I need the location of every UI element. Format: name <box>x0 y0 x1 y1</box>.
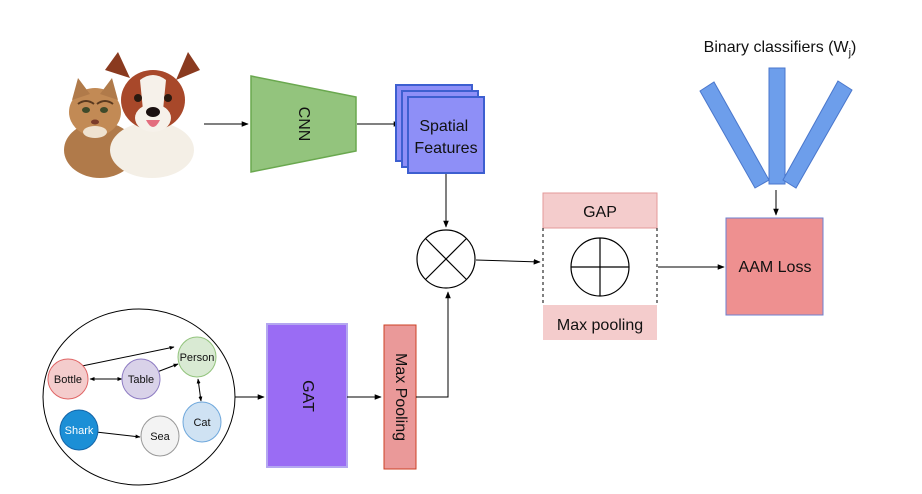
max-pooling-vertical-block: Max Pooling <box>383 324 417 470</box>
cnn-block: CNN <box>250 75 357 173</box>
svg-text:Sea: Sea <box>150 431 170 443</box>
binary-classifiers-label: Binary classifiers (Wj) <box>704 39 857 59</box>
arrow-multiply-pool <box>475 259 541 265</box>
graph-node-person: Person <box>177 336 217 378</box>
gap-label: GAP <box>583 204 617 221</box>
spatial-features-label-line1: Spatial <box>419 118 468 135</box>
pets-photo <box>64 52 200 178</box>
arrow-maxpool-multiply <box>416 291 451 398</box>
svg-text:Shark: Shark <box>65 425 94 437</box>
graph-node-bottle: Bottle <box>47 358 89 400</box>
spatial-features-label-line2: Features <box>414 140 477 157</box>
pooling-block: GAP Max pooling <box>542 192 658 340</box>
svg-text:Bottle: Bottle <box>54 374 82 386</box>
graph-node-shark: Shark <box>59 409 99 451</box>
gap-box <box>542 192 658 229</box>
graph-node-table: Table <box>121 358 161 400</box>
graph-node-cat: Cat <box>182 401 222 443</box>
multiply-icon <box>416 229 476 289</box>
spatial-features-stack: Spatial Features <box>395 84 485 174</box>
binary-classifiers: Binary classifiers (Wj) <box>699 39 857 189</box>
gat-label: GAT <box>299 380 316 412</box>
classifier-bar-middle <box>768 67 786 185</box>
svg-text:Cat: Cat <box>193 417 210 429</box>
graph-node-sea: Sea <box>140 415 180 457</box>
max-pooling-box <box>543 305 657 340</box>
classifier-bar-right <box>782 80 853 189</box>
svg-text:Spatial Features: Spatial Features <box>414 118 477 157</box>
cnn-label: CNN <box>295 107 312 142</box>
gat-block: GAT <box>266 323 348 468</box>
max-pooling-label: Max pooling <box>557 317 643 334</box>
label-graph: Bottle Table Person Cat Shark Sea <box>42 308 236 486</box>
plus-circle-icon <box>570 237 630 297</box>
aam-loss-box: AAM Loss <box>725 217 824 316</box>
aam-loss-label: AAM Loss <box>739 259 812 276</box>
svg-text:Table: Table <box>128 374 154 386</box>
classifier-bar-left <box>699 81 770 189</box>
max-pooling-vertical-label: Max Pooling <box>392 353 409 441</box>
svg-text:Person: Person <box>180 352 215 364</box>
